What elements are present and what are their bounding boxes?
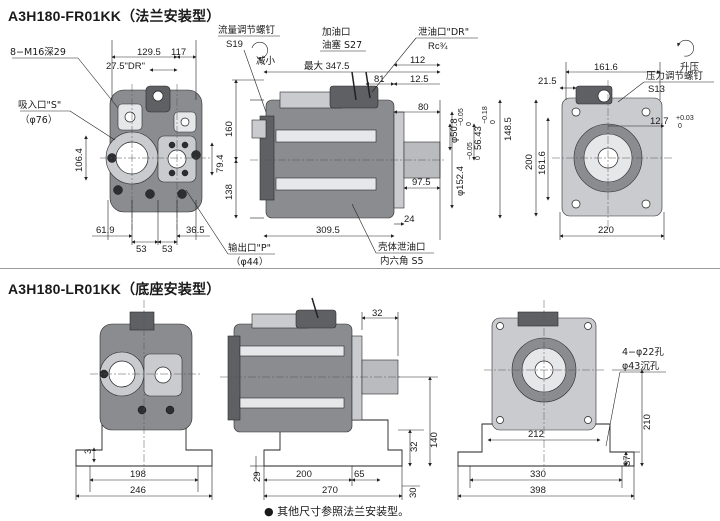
dim-side-phi152: φ152.4 xyxy=(455,166,466,196)
svg-text:−0.18: −0.18 xyxy=(482,106,489,124)
svg-text:0: 0 xyxy=(466,122,473,126)
dim-end-200: 200 xyxy=(524,154,535,170)
dim-base-side-29: 29 xyxy=(252,471,263,482)
dim-side-56: 56.43 xyxy=(473,126,484,150)
flange-side-view: 160 138 最大 347.5 112 81 12.5 80 φ50.8 −0… xyxy=(218,24,514,267)
dim-side-97: 97.5 xyxy=(412,177,431,188)
dim-side-138: 138 xyxy=(224,184,235,200)
dim-base-side-32-right: 32 xyxy=(409,441,420,452)
footnote: ● 其他尺寸参照法兰安装型。 xyxy=(264,505,410,518)
dim-side-12: 12.5 xyxy=(410,74,429,85)
callout-outlet-size: （φ44） xyxy=(231,256,268,268)
dim-base-end-210: 210 xyxy=(642,414,653,430)
label-decrease: 减小 xyxy=(256,55,276,67)
dim-end-12: 12.7 xyxy=(650,116,669,127)
dim-side-160: 160 xyxy=(224,121,235,137)
dim-front-36: 36.5 xyxy=(186,225,205,236)
dim-front-top-right: 117 xyxy=(171,47,186,58)
dim-end-21: 21.5 xyxy=(538,76,557,87)
callout-drain-port: 泄油口"DR" xyxy=(418,26,469,38)
section-divider xyxy=(0,268,720,269)
dim-base-front-246: 246 xyxy=(130,485,146,496)
dim-front-61: 61.9 xyxy=(96,225,115,236)
dim-front-dr: 27.5"DR" xyxy=(106,61,145,72)
dim-base-end-398: 398 xyxy=(530,485,546,496)
callout-case-drain: 壳体泄油口 xyxy=(378,241,426,253)
callout-pressure-screw-code: S13 xyxy=(648,84,665,95)
section-title-flange: A3H180-FR01KK（法兰安装型） xyxy=(8,8,221,24)
dim-base-side-65: 65 xyxy=(354,469,365,480)
dim-base-end-330: 330 xyxy=(530,469,546,480)
callout-hex-socket: 内六角 S5 xyxy=(380,255,424,267)
base-end-view: 212 210 37 330 398 4−φ22孔 φ43沉孔 xyxy=(457,300,666,500)
dim-base-front-198: 198 xyxy=(130,469,146,480)
flange-end-view: 161.6 21.5 12.7 +0.03 0 200 161.6 220 升压… xyxy=(524,39,714,240)
dim-side-max: 最大 347.5 xyxy=(304,60,349,72)
dim-front-106: 106.4 xyxy=(74,148,85,172)
callout-foot-holes: 4−φ22孔 xyxy=(622,347,664,358)
dim-front-53b: 53 xyxy=(162,244,173,255)
dim-side-309: 309.5 xyxy=(316,225,340,236)
callout-drain-thread: Rc¾ xyxy=(428,41,449,52)
dim-front-79: 79.4 xyxy=(215,155,226,174)
callout-oil-plug: 油塞 S27 xyxy=(322,39,362,51)
callout-counterbore: φ43沉孔 xyxy=(622,361,660,372)
dim-end-161-side: 161.6 xyxy=(537,151,548,175)
dim-front-top-left: 129.5 xyxy=(137,47,161,58)
svg-text:0: 0 xyxy=(490,120,497,124)
callout-pressure-screw: 压力调节螺钉 xyxy=(646,70,704,82)
end-mounting-base xyxy=(457,423,635,467)
callout-bolt-holes: 8−M16深29 xyxy=(10,47,66,58)
section-title-base: A3H180-LR01KK（底座安装型） xyxy=(8,281,221,297)
svg-text:0: 0 xyxy=(678,123,682,130)
svg-text:−0.05: −0.05 xyxy=(458,108,465,126)
side-housing xyxy=(265,99,395,219)
callout-flow-screw: 流量调节螺钉 xyxy=(218,24,276,36)
dim-base-front-3: 3 xyxy=(83,449,94,454)
dim-base-end-37: 37 xyxy=(622,455,633,466)
label-increase: 升压 xyxy=(680,62,700,73)
dim-base-side-200: 200 xyxy=(296,469,312,480)
base-side-view: 32 32 140 200 65 29 270 30 xyxy=(220,297,440,500)
callout-inlet-port: 吸入口"S" xyxy=(18,100,61,111)
dim-base-end-212: 212 xyxy=(528,429,544,440)
dim-front-53a: 53 xyxy=(136,244,147,255)
dim-side-24: 24 xyxy=(404,214,415,225)
dim-base-side-140: 140 xyxy=(429,432,440,448)
base-front-view: 3 198 246 xyxy=(75,300,213,500)
svg-text:0: 0 xyxy=(475,156,482,160)
dim-side-112: 112 xyxy=(410,55,425,66)
dim-base-side-32-top: 32 xyxy=(372,308,383,319)
callout-flow-screw-code: S19 xyxy=(226,39,243,50)
dim-side-phi50: φ50.8 xyxy=(449,118,460,143)
flange-front-view: 129.5 117 27.5"DR" 106.4 79.4 61.9 53 53… xyxy=(10,40,275,268)
svg-text:−0.05: −0.05 xyxy=(467,142,474,160)
callout-outlet-port: 输出口"P" xyxy=(228,242,271,254)
callout-oil-fill: 加油口 xyxy=(322,26,351,38)
dim-side-81: 81 xyxy=(374,74,385,85)
callout-inlet-size: （φ76） xyxy=(20,114,57,126)
svg-text:+0.03: +0.03 xyxy=(676,115,694,122)
dim-end-161-top: 161.6 xyxy=(594,62,618,73)
dim-side-80: 80 xyxy=(418,102,429,113)
dim-side-148: 148.5 xyxy=(503,117,514,141)
dim-end-220: 220 xyxy=(598,225,614,236)
dim-base-side-270: 270 xyxy=(322,485,338,496)
dim-base-side-30: 30 xyxy=(408,487,419,498)
